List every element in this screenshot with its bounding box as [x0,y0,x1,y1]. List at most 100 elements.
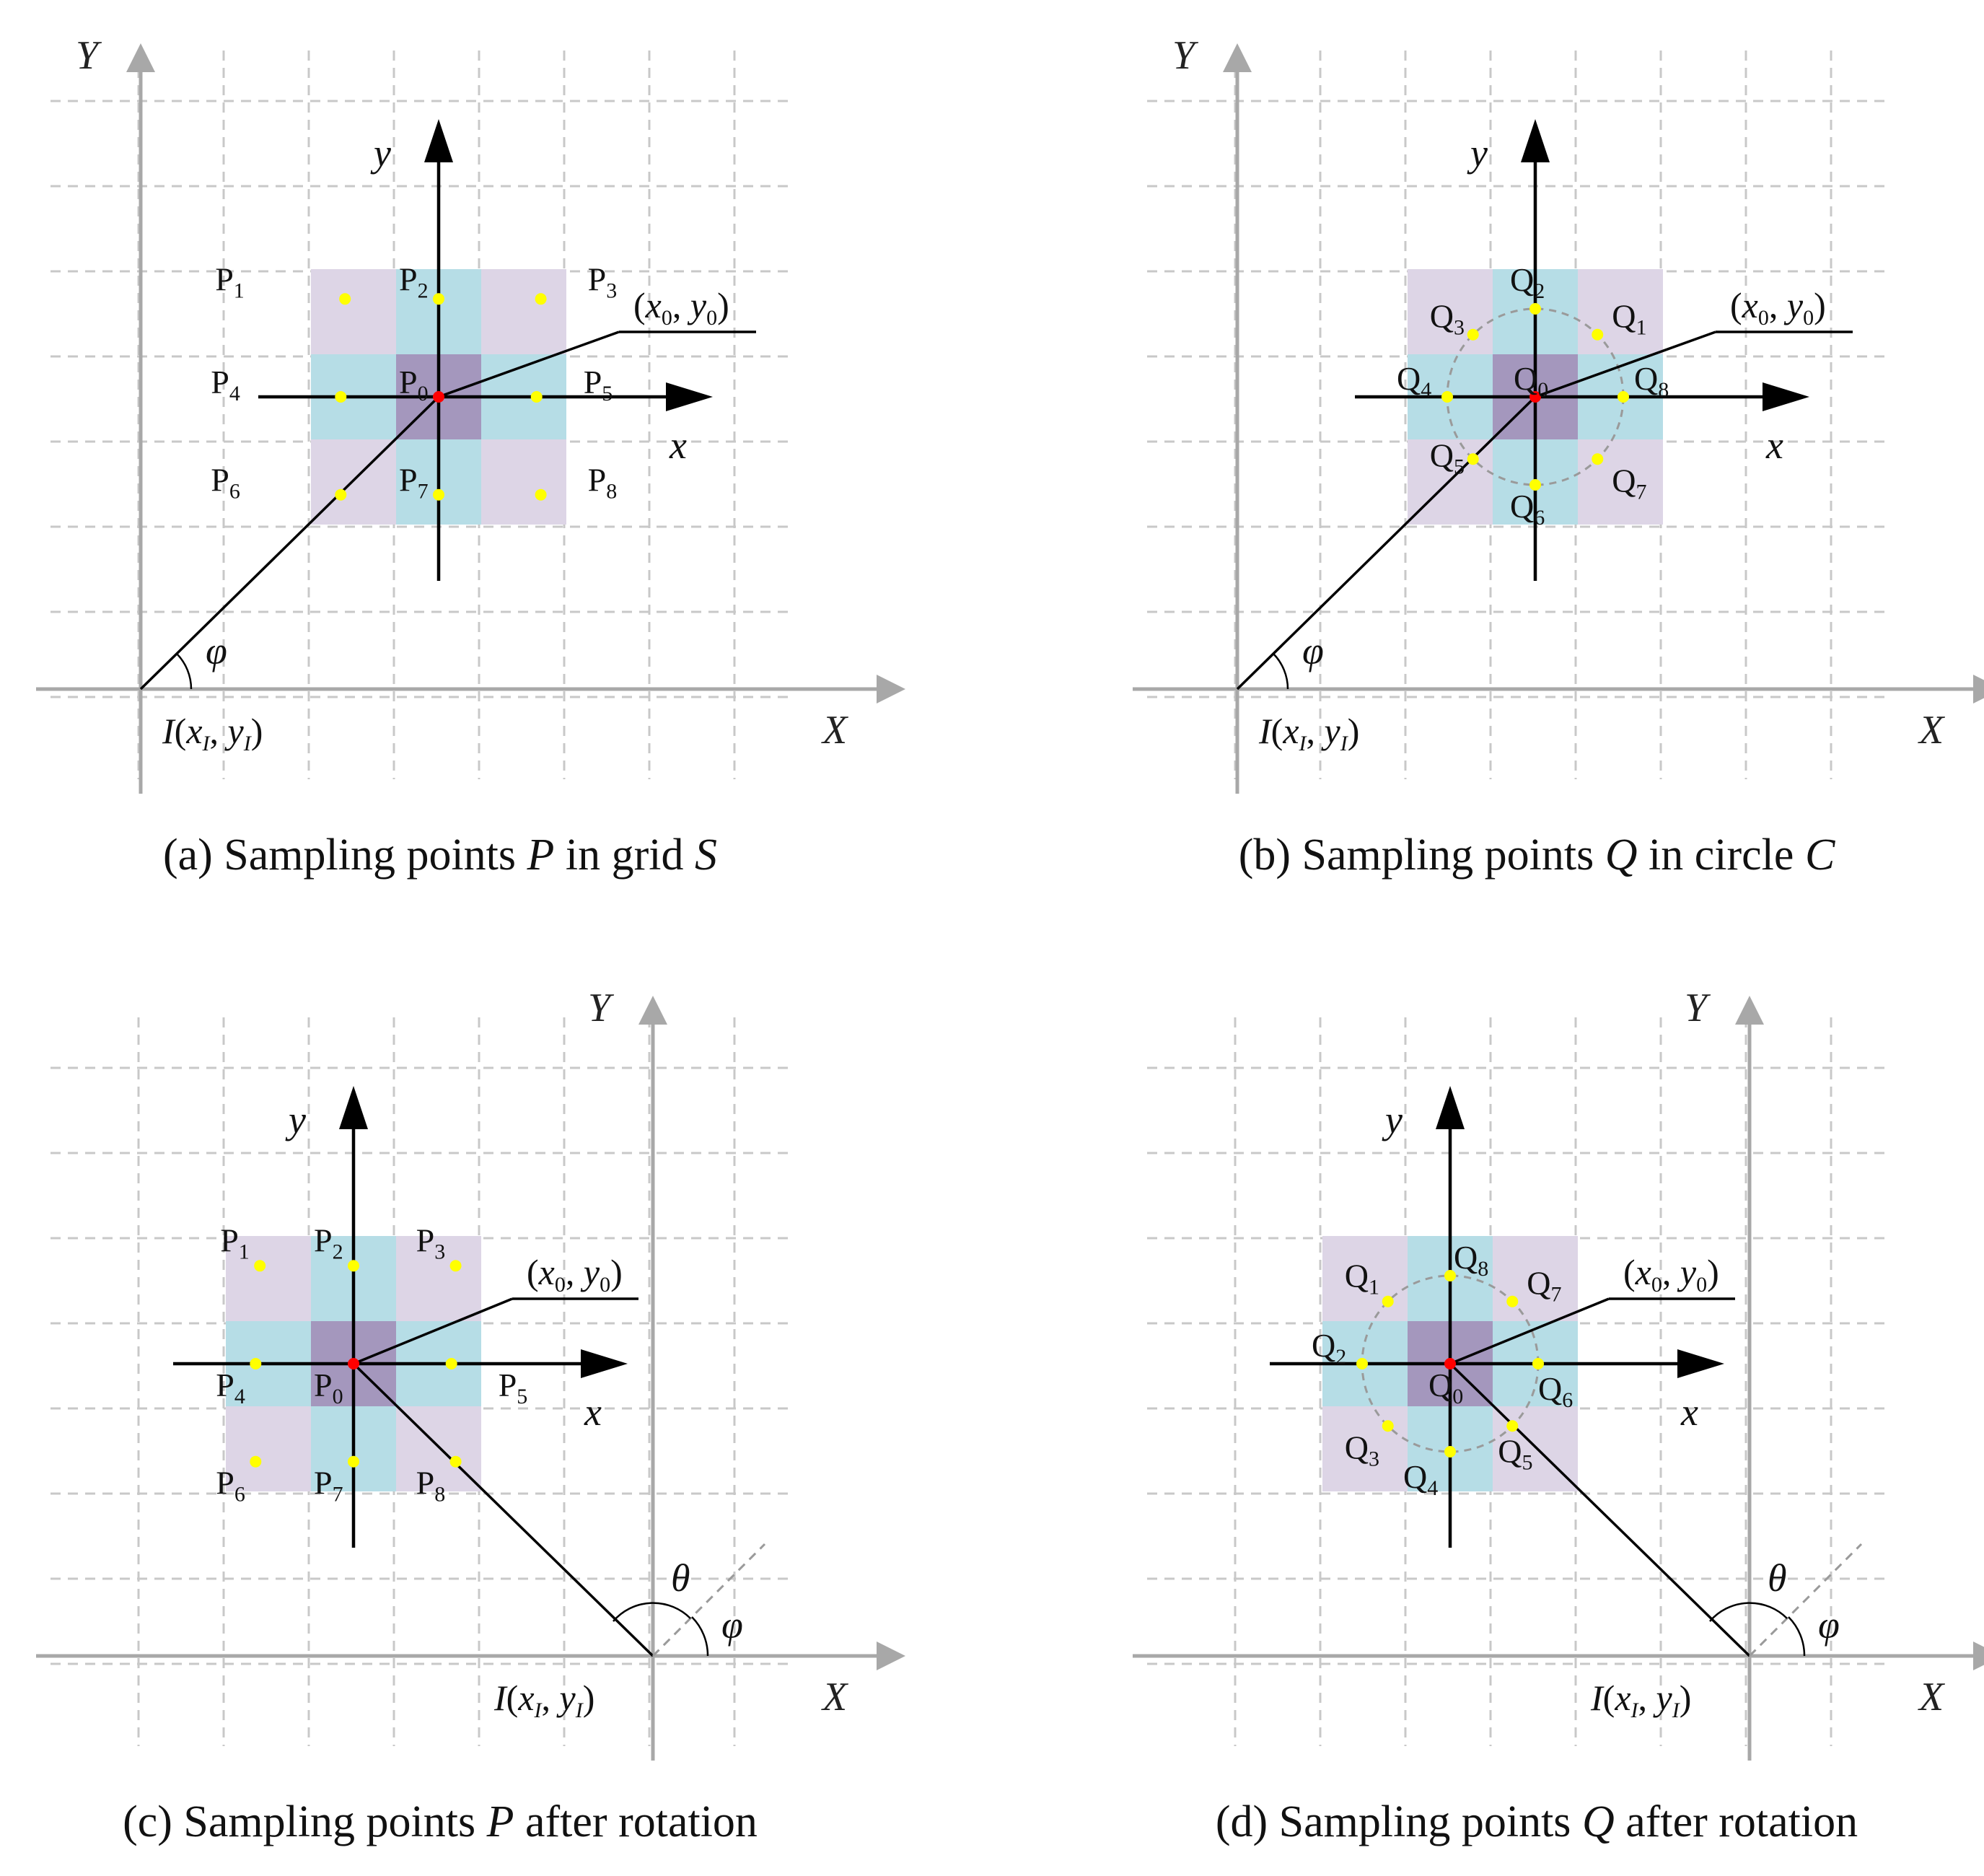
point-label-p6: P6 [216,1465,245,1507]
cell [226,1406,311,1491]
point-p1 [254,1260,266,1272]
point-q5 [1506,1420,1519,1432]
local-y-arrowhead [1436,1086,1465,1129]
local-x-label: x [669,424,687,467]
origin-to-center-line [1236,395,1537,691]
point-q0 [1444,1358,1456,1369]
point-q3 [1382,1420,1394,1432]
local-y-arrowhead [339,1086,368,1129]
point-q4 [1444,1446,1456,1458]
cell [1408,269,1493,354]
point-label-p4: P4 [216,1367,245,1408]
point-label-p1: P1 [220,1222,250,1263]
rotation-dashed-line [1748,1543,1863,1657]
center-coordinate-label: (x0, y0) [1623,1252,1719,1297]
point-q0 [1529,391,1541,403]
point-label-p1: P1 [215,260,245,302]
point-p8 [449,1455,462,1468]
local-axes: xy [1270,1086,1724,1548]
point-p5 [530,391,543,403]
local-y-label: y [1467,131,1488,175]
point-p3 [535,293,547,305]
point-p5 [445,1358,457,1369]
point-label-p4: P4 [211,364,240,406]
global-y-label: Y [588,986,615,1030]
local-x-label: x [1765,424,1783,467]
panel-caption: (a) Sampling points P in grid S [163,830,717,880]
point-label-q0: Q0 [1514,360,1548,402]
cell [1493,1236,1578,1321]
global-x-arrowhead [877,675,905,704]
local-x-label: x [1680,1390,1698,1434]
cell [1578,439,1663,525]
point-label-q8: Q8 [1634,360,1669,402]
global-axes: XY [1133,986,1984,1761]
theta-label: θ [671,1556,690,1600]
point-label-q4: Q4 [1397,360,1431,402]
point-label-p6: P6 [211,462,240,504]
point-p4 [335,391,347,403]
point-q4 [1441,391,1453,403]
cell [311,269,396,354]
point-label-q2: Q2 [1312,1327,1346,1369]
phi-label: φ [206,629,227,672]
cell [226,1236,311,1321]
point-p1 [339,293,351,305]
phi-label: φ [721,1603,743,1647]
phi-label: φ [1818,1603,1840,1647]
point-label-p2: P2 [314,1222,343,1263]
rotation-dashed-line [651,1543,766,1657]
point-label-q6: Q6 [1538,1370,1573,1412]
point-p2 [348,1260,359,1272]
cell [481,269,566,354]
origin-to-center-line [139,395,440,691]
origin-coordinate-label: I(xI, yI) [1258,711,1359,755]
point-label-p3: P3 [416,1222,446,1263]
global-x-label: X [1918,1675,1946,1719]
local-y-arrowhead [424,119,453,162]
phi-arc [176,653,193,690]
local-x-arrowhead [581,1349,628,1378]
angle-marks: φ [1273,629,1324,690]
point-label-p7: P7 [399,462,429,504]
center-leader-line [1535,330,1716,398]
cell [1322,1406,1408,1491]
point-q1 [1592,328,1604,341]
global-y-arrowhead [638,996,667,1025]
global-y-arrowhead [126,43,155,72]
origin-coordinate-label: I(xI, yI) [162,711,263,755]
point-p2 [433,293,444,305]
angle-marks: θφ [613,1543,766,1657]
global-x-label: X [821,708,849,753]
global-axes: XY [1133,33,1984,794]
point-label-p7: P7 [314,1465,343,1507]
point-label-q8: Q8 [1454,1239,1488,1281]
local-axes: xy [258,119,713,581]
point-label-q1: Q1 [1345,1258,1379,1299]
point-label-p0: P0 [314,1367,343,1408]
point-q6 [1529,479,1541,491]
global-x-label: X [1918,708,1946,753]
origin-label: I(xI, yI) [1590,1678,1691,1722]
center-coordinate-label: (x0, y0) [633,285,729,330]
local-x-arrowhead [1677,1349,1724,1378]
global-y-arrowhead [1735,996,1764,1025]
local-y-label: y [1382,1098,1403,1141]
point-p4 [250,1358,262,1369]
point-label-p5: P5 [584,364,613,406]
center-leader-line [353,1297,513,1365]
global-y-label: Y [1172,33,1199,78]
point-label-q1: Q1 [1612,298,1646,340]
point-q6 [1532,1358,1544,1369]
point-label-q5: Q5 [1498,1432,1532,1474]
point-label-q7: Q7 [1612,462,1646,504]
global-x-arrowhead [1973,1642,1984,1670]
phi-arc [691,1616,709,1657]
center-coordinate-label: (x0, y0) [1730,285,1826,330]
origin-label: I(xI, yI) [493,1678,594,1722]
